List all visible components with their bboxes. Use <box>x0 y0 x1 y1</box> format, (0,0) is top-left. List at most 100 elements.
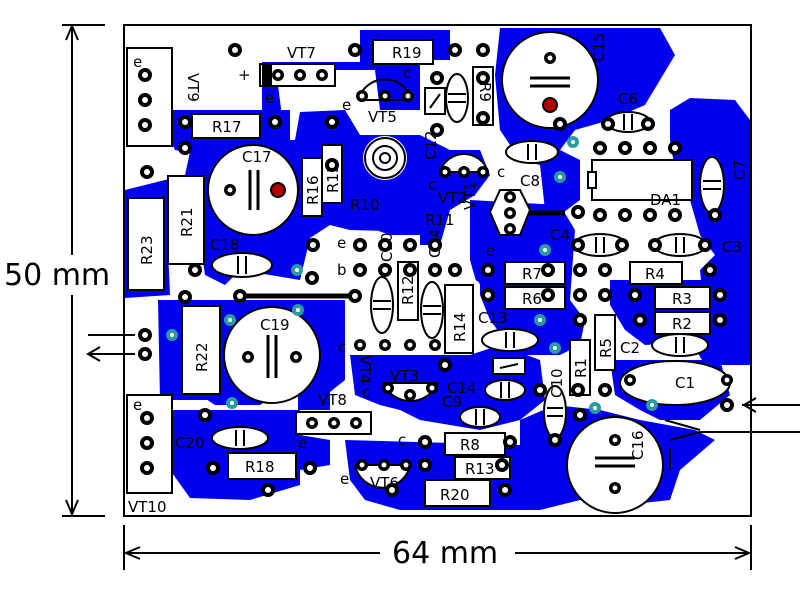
vt3-label: VT3 <box>390 367 419 385</box>
pad-hole <box>537 387 543 393</box>
pin-letter-e: e <box>340 470 349 488</box>
r9-label: R9 <box>476 82 494 102</box>
pad-hole <box>272 119 278 125</box>
pad-hole <box>724 402 730 408</box>
pin-letter-e: e <box>342 96 351 114</box>
pad-hole <box>602 292 608 298</box>
pad-hole <box>422 439 428 445</box>
pad-hole <box>329 119 335 125</box>
resistor-r19-body <box>372 39 434 65</box>
resistor-r14-body <box>444 284 474 354</box>
pad-hole <box>672 145 678 151</box>
pad-hole <box>480 75 486 81</box>
via-hole <box>296 308 300 312</box>
pad-hole <box>622 145 628 151</box>
c6-label: C7 <box>731 160 749 180</box>
r23-label: R23 <box>138 235 156 265</box>
transistor-vt5: VT5 e <box>342 78 414 126</box>
transistor-vt4: VT4 c <box>338 338 441 384</box>
r22-label: R22 <box>193 342 211 372</box>
signal-arrows <box>86 334 800 433</box>
r19-label: R19 <box>392 44 422 62</box>
capacitor-c19: C19 <box>223 306 321 404</box>
pad-hole <box>602 387 608 393</box>
pad-hole <box>407 242 413 248</box>
pad-hole <box>577 412 583 418</box>
pad-hole <box>452 47 458 53</box>
resistor-r21-body <box>167 175 205 265</box>
pad-hole <box>434 127 440 133</box>
pad-hole <box>499 462 505 468</box>
capacitor-c1: C1 <box>619 360 733 406</box>
pin-letter-e: e <box>133 396 142 414</box>
pad-hole <box>672 212 678 218</box>
r16-label: R16 <box>304 175 322 205</box>
pad-hole <box>310 242 316 248</box>
pad-hole <box>485 267 491 273</box>
pad-hole <box>422 462 428 468</box>
pad-hole <box>577 267 583 273</box>
pad-hole <box>507 439 513 445</box>
capacitor-c2-body <box>651 333 709 357</box>
capacitor-c15: C15 <box>501 31 608 129</box>
pad-hole <box>597 145 603 151</box>
pad-hole <box>717 292 723 298</box>
pad-hole <box>702 242 708 248</box>
dimension-width <box>123 525 752 570</box>
pads <box>138 43 734 497</box>
transistor-vt8: VT8 e <box>295 391 372 452</box>
pad-hole <box>577 292 583 298</box>
r11-label: R11 <box>425 211 455 229</box>
pin-letter-e: e <box>486 242 495 260</box>
pad-hole <box>622 212 628 218</box>
pad-hole <box>434 75 440 81</box>
c2-label: C2 <box>620 339 640 357</box>
vt1-label: VT1 <box>461 181 479 210</box>
transistor-vt10: e VT10 <box>126 394 173 516</box>
pad-hole <box>557 121 563 127</box>
pad-hole <box>307 465 313 471</box>
transistor-vt1: VT1 c e <box>461 163 532 260</box>
r10-label: R10 <box>350 196 380 214</box>
capacitor-c7-body <box>505 140 559 164</box>
resistor-r20-body <box>424 479 491 507</box>
c3-label: C3 <box>722 238 742 256</box>
capacitor-c12-body <box>481 328 539 352</box>
pin-letter-e: e <box>298 434 307 452</box>
c18-label: C18 <box>210 236 240 254</box>
pad-hole <box>485 292 491 298</box>
capacitor-c13-body <box>484 379 526 401</box>
pad-hole <box>652 242 658 248</box>
capacitor-c10-body <box>370 276 394 334</box>
r4-label: R4 <box>645 265 665 283</box>
pad-hole <box>717 317 723 323</box>
pad-hole <box>575 209 581 215</box>
height-dimension-label: 50 mm <box>4 258 110 293</box>
pad-hole <box>232 47 238 53</box>
pin-letter-c: c <box>403 64 411 82</box>
resistor-r3-body <box>654 286 711 310</box>
pad-hole <box>645 121 651 127</box>
r5-label: R5 <box>597 338 615 358</box>
pad-hole <box>182 119 188 125</box>
capacitor-c6-body <box>699 156 725 214</box>
c16-label: C16 <box>629 430 647 460</box>
via-hole <box>170 333 174 337</box>
pin-letter-c: c <box>398 431 406 449</box>
thin-traces <box>664 419 701 470</box>
c17-label: C17 <box>242 148 272 166</box>
via-hole <box>228 318 232 322</box>
pad-hole <box>602 267 608 273</box>
pad-hole <box>432 242 438 248</box>
r12-label: R12 <box>399 275 417 305</box>
pad-hole <box>432 267 438 273</box>
pad-hole <box>142 332 148 338</box>
via-hole <box>650 403 654 407</box>
pad-hole <box>407 267 413 273</box>
transistor-vt2: VT2 c <box>428 153 489 207</box>
pin-letter-c: c <box>362 383 370 401</box>
r7-label: R7 <box>522 265 542 283</box>
pad-hole <box>329 162 335 168</box>
resistor-r17-body <box>191 113 261 139</box>
